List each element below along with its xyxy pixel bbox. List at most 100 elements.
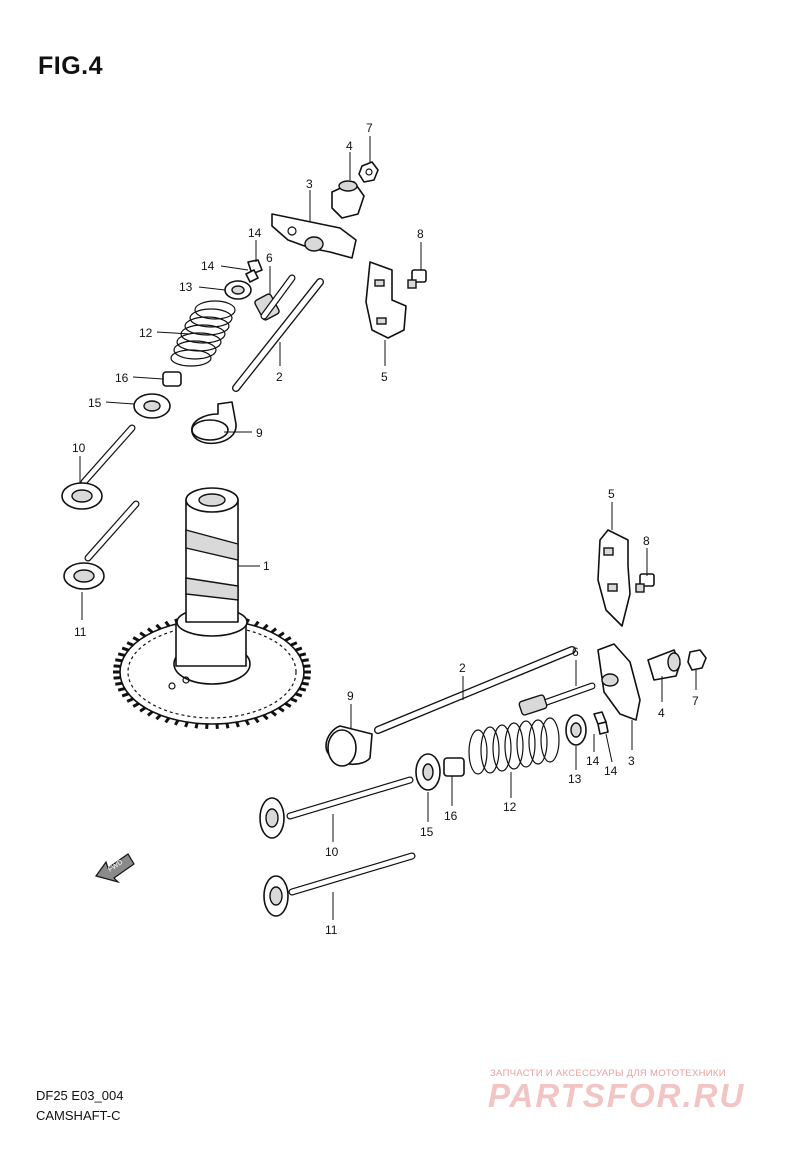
sprocket-tooth (146, 710, 154, 717)
sprocket-tooth (270, 710, 278, 717)
sprocket-tooth (303, 676, 311, 680)
push-rod-bottom[interactable] (374, 646, 576, 734)
figure-title: FIG.4 (38, 52, 104, 80)
leader-lines (79, 136, 697, 920)
sprocket-tooth (277, 631, 285, 638)
callout-top-10: 10 (72, 441, 86, 455)
adjusting-nut-bottom[interactable] (647, 649, 681, 681)
callout-top-3: 3 (306, 177, 313, 191)
sprocket-tooth (139, 706, 147, 713)
sprocket-tooth (290, 641, 298, 647)
spring-retainer-bottom[interactable] (565, 714, 587, 746)
valve-cotter-bottom[interactable] (593, 711, 609, 735)
exhaust-valve-top[interactable] (63, 500, 140, 590)
valve-seal-washer-top[interactable] (133, 393, 171, 419)
callout-bottom-6: 6 (572, 645, 579, 659)
callout-top-14b: 14 (201, 259, 215, 273)
callout-bottom-16: 16 (444, 809, 458, 823)
sprocket-tooth (295, 692, 303, 698)
sprocket-tooth (132, 636, 140, 642)
sprocket-tooth (270, 627, 278, 634)
callout-top-14a: 14 (248, 226, 262, 240)
rocker-arm-bottom[interactable] (597, 643, 641, 721)
callout-bottom-12: 12 (503, 800, 517, 814)
spring-retainer-top[interactable] (224, 280, 252, 300)
sprocket-tooth (132, 702, 140, 708)
callout-top-4: 4 (346, 139, 353, 153)
valve-cotter-top[interactable] (245, 259, 263, 283)
intake-valve-bottom[interactable] (259, 776, 414, 839)
camshaft[interactable] (113, 487, 311, 730)
sprocket-tooth (298, 652, 307, 657)
sprocket-tooth (301, 658, 309, 663)
push-rod-top[interactable] (232, 278, 324, 392)
valve-spring-bottom[interactable] (468, 717, 560, 775)
tappet-top[interactable] (191, 401, 237, 445)
callout-bottom-4: 4 (658, 706, 665, 720)
callout-bottom-8: 8 (643, 534, 650, 548)
callout-bottom-2: 2 (459, 661, 466, 675)
intake-valve-top[interactable] (61, 424, 136, 510)
callout-bottom-15: 15 (420, 825, 434, 839)
callout-bottom-7: 7 (692, 694, 699, 708)
callout-numbers: 7 4 3 14 8 14 6 13 12 2 5 16 15 9 10 11 … (72, 121, 699, 937)
valve-spring-top[interactable] (170, 300, 236, 367)
sprocket-tooth (298, 687, 307, 692)
sprocket-tooth (146, 627, 154, 634)
bracket-bolt-bottom[interactable] (635, 573, 655, 593)
sprocket-tooth (115, 681, 123, 686)
rocker-bracket-top[interactable] (365, 261, 407, 339)
model-reference-code: DF25 E03_004 (36, 1088, 124, 1103)
callout-top-9: 9 (256, 426, 263, 440)
sprocket-tooth (284, 636, 292, 642)
sprocket-tooth (117, 652, 126, 657)
spring-seat-top[interactable] (162, 371, 182, 387)
sprocket-tooth (284, 702, 292, 708)
lock-nut-bottom[interactable] (687, 649, 707, 671)
sprocket-tooth (121, 692, 129, 698)
sprocket-tooth (290, 697, 298, 703)
valve-tube-bottom[interactable] (518, 682, 596, 716)
section-name: CAMSHAFT-C (36, 1108, 121, 1123)
watermark-logo: PARTSFOR.RU (488, 1077, 746, 1114)
callout-bottom-13: 13 (568, 772, 582, 786)
callout-camshaft-1: 1 (263, 559, 270, 573)
callout-bottom-14a: 14 (586, 754, 600, 768)
bracket-bolt-top[interactable] (407, 269, 427, 289)
sprocket-tooth (117, 687, 126, 692)
valve-seal-washer-bottom[interactable] (415, 753, 441, 791)
callout-top-7: 7 (366, 121, 373, 135)
spring-seat-bottom[interactable] (443, 757, 465, 777)
callout-top-16: 16 (115, 371, 129, 385)
sprocket-tooth (301, 681, 309, 686)
adjusting-nut-top[interactable] (331, 180, 365, 219)
watermark-tagline: ЗАПЧАСТИ И АКСЕССУАРЫ ДЛЯ МОТОТЕХНИКИ (490, 1068, 726, 1079)
valve-tube-top[interactable] (260, 274, 296, 320)
sprocket-tooth (126, 697, 134, 703)
tappet-bottom[interactable] (325, 725, 373, 767)
sprocket-tooth (295, 646, 303, 652)
callout-top-6: 6 (266, 251, 273, 265)
callout-top-11: 11 (74, 625, 87, 639)
callout-bottom-3: 3 (628, 754, 635, 768)
sprocket-tooth (139, 631, 147, 638)
sprocket-tooth (303, 664, 311, 668)
lock-nut-top[interactable] (358, 161, 379, 183)
sprocket-tooth (126, 641, 134, 647)
callout-top-2: 2 (276, 370, 283, 384)
sprocket-tooth (121, 646, 129, 652)
sprocket-tooth (277, 706, 285, 713)
sprocket-tooth (113, 676, 121, 680)
rocker-arm-top[interactable] (271, 213, 357, 259)
callout-bottom-11: 11 (325, 923, 338, 937)
rocker-bracket-bottom[interactable] (597, 529, 631, 627)
sprocket-tooth (115, 658, 123, 663)
callout-bottom-9: 9 (347, 689, 354, 703)
callout-bottom-5: 5 (608, 487, 615, 501)
callout-bottom-10: 10 (325, 845, 339, 859)
callout-top-13: 13 (179, 280, 193, 294)
exhaust-valve-bottom[interactable] (263, 852, 416, 917)
forward-arrow-icon: FWD (95, 853, 135, 884)
callout-top-15: 15 (88, 396, 102, 410)
